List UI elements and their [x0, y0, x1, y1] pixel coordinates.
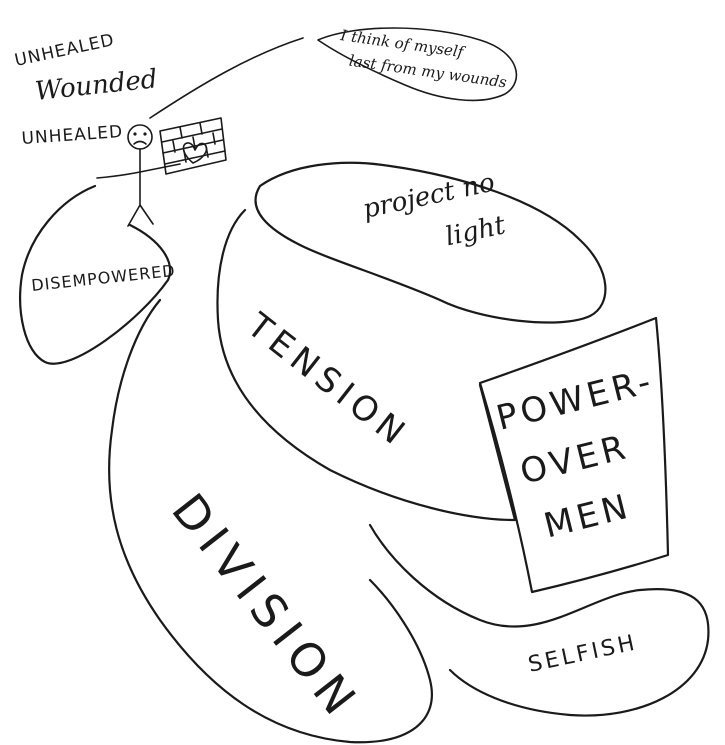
disempowered-bubble [19, 184, 171, 365]
label-project-no-light: project no light [360, 166, 514, 268]
division-bubble [108, 298, 433, 744]
label-wounded: Wounded [34, 64, 159, 107]
label-tension: TENSION [239, 305, 417, 456]
label-power-over-men-line-3: MEN [540, 486, 635, 546]
label-power-over-men: POWER- OVER MEN [493, 357, 701, 551]
label-unhealed-bottom: UNHEALED [21, 122, 124, 149]
label-division: DIVISION [161, 484, 371, 731]
label-unhealed-top: UNHEALED [13, 30, 117, 71]
figure-eye-left [133, 132, 137, 136]
project-no-light-bubble [254, 161, 607, 324]
label-project-no-light-line-2: light [443, 210, 509, 252]
label-disempowered: DISEMPOWERED [30, 261, 176, 295]
brick-wall-joints [172, 122, 216, 163]
label-thought: I think of myself last from my wounds [335, 26, 511, 92]
tension-bubble [216, 208, 517, 522]
figure-arms [96, 163, 181, 179]
figure-head [127, 124, 153, 150]
power-over-men-card [478, 316, 670, 594]
heart-icon [182, 142, 208, 164]
label-power-over-men-line-1: POWER- [493, 361, 659, 439]
figure-eye-right [143, 132, 147, 136]
stick-figure [96, 124, 181, 227]
thought-connector-line [149, 37, 304, 119]
brick-wall-heart [159, 117, 227, 175]
label-power-over-men-line-2: OVER [516, 427, 633, 493]
label-thought-line-2: last from my wounds [348, 52, 508, 92]
thought-bubble [317, 27, 518, 102]
label-selfish: SELFISH [526, 630, 640, 677]
figure-legs [127, 204, 154, 227]
figure-frown [133, 140, 147, 145]
brick-wall-outline [159, 117, 227, 175]
selfish-bubble [368, 523, 710, 717]
